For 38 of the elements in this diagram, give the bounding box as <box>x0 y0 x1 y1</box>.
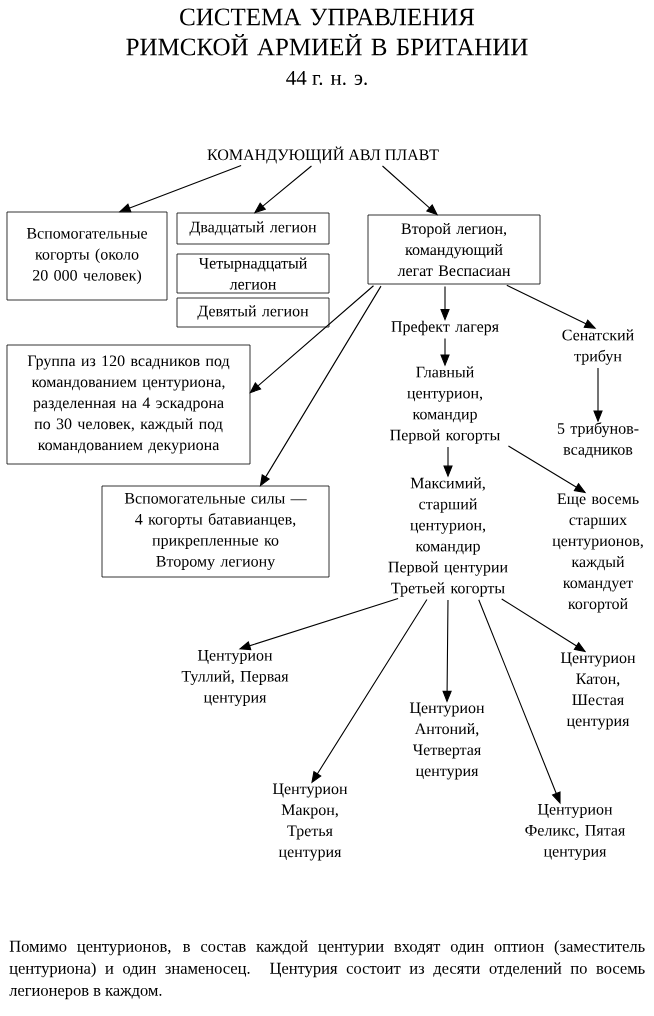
arrow <box>259 285 382 487</box>
arrow <box>442 599 452 702</box>
unit-box: Девятый легион <box>176 297 330 328</box>
text-label: Главный центурион, командир Первой когорты <box>390 366 500 444</box>
arrow <box>507 445 586 493</box>
text-label: Центурион Катон, Шестая центурия <box>560 652 636 730</box>
arrow <box>239 597 399 651</box>
arrow <box>443 446 453 477</box>
unit-box: Четырнадцатый легион <box>176 253 330 294</box>
unit-box: Второй легион, командующий легат Веспасиан <box>367 214 541 285</box>
caption: Помимо центурионов, в состав каждой центурии входят один оптион (заместитель центуриона) и один знаменосец. Центурия состоит из десяти отделений по восемь легионеров в каждом. <box>9 940 645 1000</box>
arrow <box>506 284 596 329</box>
arrow <box>478 599 561 804</box>
text-label: 5 трибунов-всадников <box>557 422 639 458</box>
arrow <box>249 285 375 394</box>
text-label: Центурион Макрон, Третья центурия <box>272 783 348 861</box>
title: СИСТЕМА УПРАВЛЕНИЯ РИМСКОЙ АРМИЕЙ В БРИТАНИИ <box>126 8 528 56</box>
arrow <box>593 367 603 422</box>
unit-box: Группа из 120 всадников под командованием центуриона, разделенная на 4 эскадрона по 30 человек, каждый под командованием декуриона <box>6 344 251 465</box>
text-label: Центурион Феликс, Пятая центурия <box>525 804 626 860</box>
text-label: Центурион Туллий, Первая центурия <box>181 650 289 706</box>
arrow <box>381 165 438 216</box>
arrow <box>440 285 450 321</box>
unit-box: Вспомогательные силы — 4 когорты батавианцев, прикрепленные ко Второму легиону <box>101 485 330 578</box>
text-label: Центурион Антоний, Четвертая центурия <box>409 702 485 780</box>
text-label: Префект лагеря <box>391 320 499 336</box>
arrow <box>119 164 242 213</box>
text-label: Сенатский трибун <box>562 329 634 365</box>
arrow <box>440 337 450 366</box>
unit-box: Вспомогательные когорты (около 20 000 человек) <box>6 211 168 301</box>
text-label: Еще восемь старших центурионов, каждый командует когортой <box>552 493 643 613</box>
commander-label: КОМАНДУЮЩИЙ АВЛ ПЛАВТ <box>207 146 439 164</box>
arrow <box>501 598 586 652</box>
arrow <box>311 599 428 783</box>
arrow <box>254 165 312 214</box>
unit-box: Двадцатый легион <box>176 212 330 245</box>
text-label: Максимий, старший центурион, командир Первой центурии Третьей когорты <box>388 477 508 597</box>
subtitle: 44 г. н. э. <box>286 70 367 86</box>
